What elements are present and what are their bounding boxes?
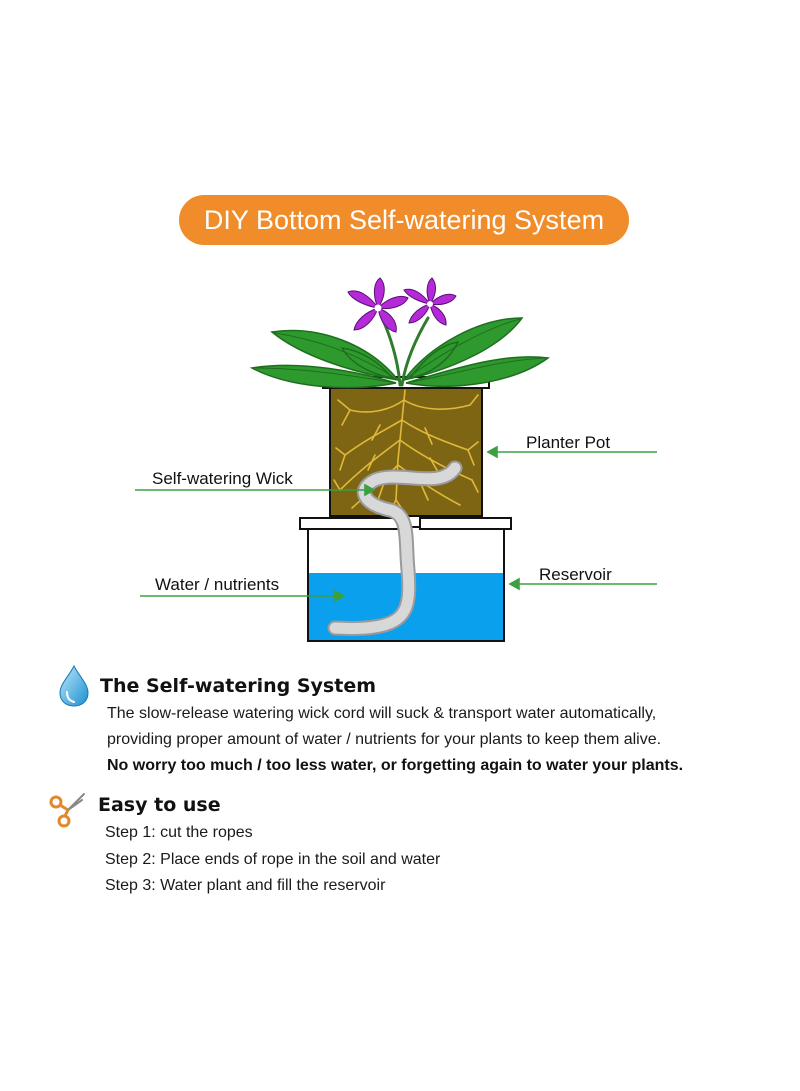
label-arrows [135,445,657,603]
reservoir-lid-left [299,517,403,530]
wick-label: Self-watering Wick [152,469,293,488]
water-drop-icon [59,664,89,707]
reservoir-lid-right [419,517,512,530]
plant-leaves [249,317,550,389]
reservoir-label: Reservoir [539,565,612,584]
wick-cord [327,460,463,636]
planter-pot-label: Planter Pot [526,433,611,452]
easy-heading: Easy to use [98,794,221,816]
page-title: DIY Bottom Self-watering System [179,195,629,245]
water-label: Water / nutrients [155,575,280,594]
scissors-icon [49,793,85,828]
leaf [405,356,550,388]
planter-pot [322,376,490,517]
flower-left [347,277,409,333]
plant-roots [333,389,479,513]
leaf-veins [255,318,546,384]
flower-right [403,277,457,326]
system-line-2: providing proper amount of water / nutri… [107,731,662,748]
system-bold-line: No worry too much / too less water, or f… [107,757,684,774]
step-2: Step 2: Place ends of rope in the soil a… [105,851,441,868]
leaf [340,347,394,380]
step-3: Step 3: Water plant and fill the reservo… [105,877,386,894]
planter-soil [329,384,483,517]
leaf [249,364,397,389]
self-watering-diagram [135,277,657,642]
system-heading: The Self-watering System [100,675,377,697]
step-1: Step 1: cut the ropes [105,824,253,841]
system-line-1: The slow-release watering wick cord will… [107,705,657,722]
